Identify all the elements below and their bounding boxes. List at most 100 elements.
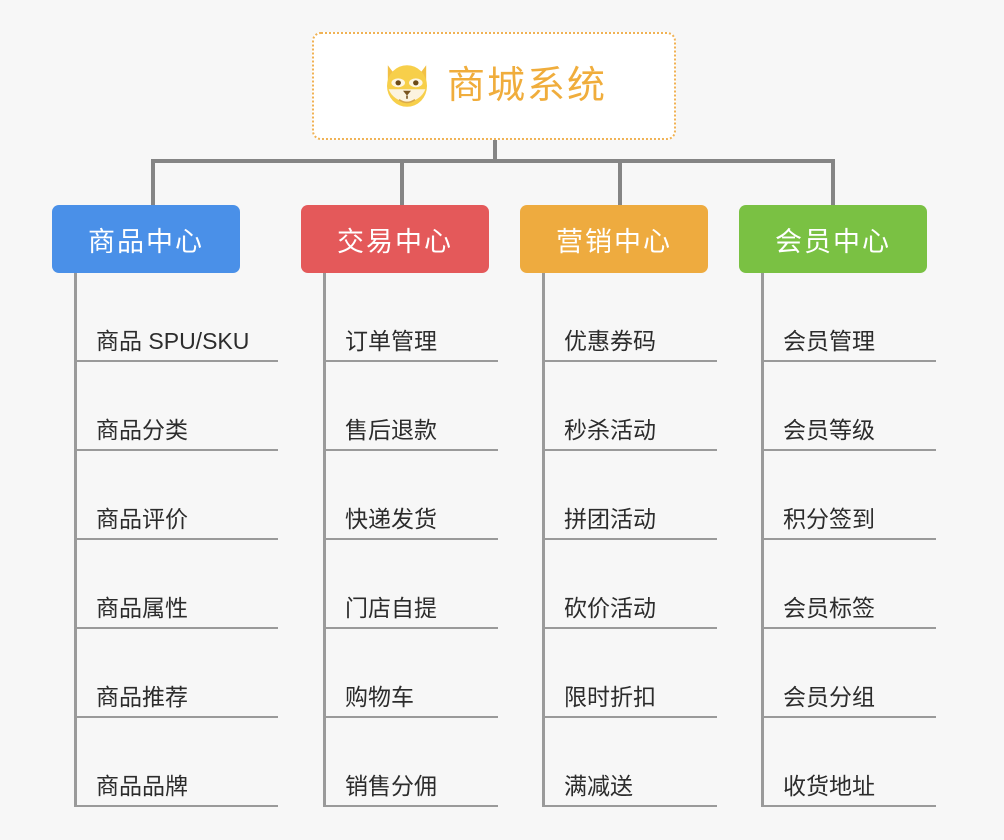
branch-spine bbox=[761, 273, 764, 807]
dog-face-icon bbox=[386, 65, 427, 107]
leaf-item[interactable]: 售后退款 bbox=[301, 362, 498, 451]
leaf-item-underline bbox=[74, 627, 278, 629]
leaf-item[interactable]: 限时折扣 bbox=[520, 629, 717, 718]
branch-header-label: 交易中心 bbox=[337, 226, 453, 257]
connector-drop-2 bbox=[400, 159, 404, 205]
leaf-item-underline bbox=[542, 716, 717, 718]
leaf-item-underline bbox=[542, 805, 717, 807]
leaf-item-underline bbox=[761, 449, 936, 451]
leaf-item-underline bbox=[74, 449, 278, 451]
leaf-item-label: 拼团活动 bbox=[564, 506, 656, 532]
leaf-item[interactable]: 砍价活动 bbox=[520, 540, 717, 629]
branch-header-1[interactable]: 商品中心 bbox=[52, 205, 240, 273]
leaf-item[interactable]: 会员标签 bbox=[739, 540, 936, 629]
leaf-item-underline bbox=[323, 805, 498, 807]
leaf-item-label: 限时折扣 bbox=[564, 684, 656, 710]
leaf-item-label: 门店自提 bbox=[345, 595, 437, 621]
root-node[interactable]: 商城系统 bbox=[312, 32, 676, 140]
leaf-item-label: 收货地址 bbox=[783, 773, 875, 799]
leaf-item-underline bbox=[323, 716, 498, 718]
leaf-item[interactable]: 会员管理 bbox=[739, 273, 936, 362]
leaf-item[interactable]: 秒杀活动 bbox=[520, 362, 717, 451]
connector-drop-1 bbox=[151, 159, 155, 205]
leaf-item-underline bbox=[761, 627, 936, 629]
leaf-item-underline bbox=[761, 538, 936, 540]
branch-column-3: 营销中心优惠券码秒杀活动拼团活动砍价活动限时折扣满减送 bbox=[520, 205, 717, 807]
leaf-item-label: 会员管理 bbox=[783, 328, 875, 354]
leaf-item[interactable]: 商品 SPU/SKU bbox=[52, 273, 278, 362]
branch-header-label: 会员中心 bbox=[775, 226, 891, 257]
branch-spine bbox=[74, 273, 77, 807]
leaf-item[interactable]: 会员分组 bbox=[739, 629, 936, 718]
root-title: 商城系统 bbox=[446, 65, 607, 107]
leaf-item-underline bbox=[74, 360, 278, 362]
leaf-item[interactable]: 满减送 bbox=[520, 718, 717, 807]
branch-items-4: 会员管理会员等级积分签到会员标签会员分组收货地址 bbox=[739, 273, 936, 807]
connector-drop-3 bbox=[618, 159, 622, 205]
leaf-item-underline bbox=[323, 360, 498, 362]
leaf-item-underline bbox=[542, 538, 717, 540]
leaf-item-label: 砍价活动 bbox=[564, 595, 656, 621]
leaf-item[interactable]: 商品推荐 bbox=[52, 629, 278, 718]
leaf-item-underline bbox=[542, 627, 717, 629]
leaf-item-underline bbox=[74, 805, 278, 807]
leaf-item-label: 会员标签 bbox=[783, 595, 875, 621]
leaf-item[interactable]: 销售分佣 bbox=[301, 718, 498, 807]
leaf-item[interactable]: 快递发货 bbox=[301, 451, 498, 540]
leaf-item-underline bbox=[542, 360, 717, 362]
leaf-item-label: 满减送 bbox=[564, 773, 633, 799]
leaf-item[interactable]: 商品品牌 bbox=[52, 718, 278, 807]
leaf-item-label: 商品品牌 bbox=[96, 773, 188, 799]
leaf-item[interactable]: 收货地址 bbox=[739, 718, 936, 807]
branch-items-3: 优惠券码秒杀活动拼团活动砍价活动限时折扣满减送 bbox=[520, 273, 717, 807]
branch-header-2[interactable]: 交易中心 bbox=[301, 205, 489, 273]
leaf-item-label: 售后退款 bbox=[345, 417, 437, 443]
leaf-item-label: 快递发货 bbox=[345, 506, 437, 532]
leaf-item-label: 会员等级 bbox=[783, 417, 875, 443]
leaf-item[interactable]: 商品评价 bbox=[52, 451, 278, 540]
leaf-item[interactable]: 商品分类 bbox=[52, 362, 278, 451]
leaf-item-underline bbox=[761, 805, 936, 807]
leaf-item-underline bbox=[323, 538, 498, 540]
connector-root-stem bbox=[493, 140, 497, 162]
leaf-item-label: 商品评价 bbox=[96, 506, 188, 532]
leaf-item-label: 商品属性 bbox=[96, 595, 188, 621]
connector-drop-4 bbox=[831, 159, 835, 205]
leaf-item-underline bbox=[323, 449, 498, 451]
branch-column-1: 商品中心商品 SPU/SKU 商品分类商品评价商品属性商品推荐商品品牌 bbox=[52, 205, 278, 807]
branch-items-2: 订单管理售后退款快递发货门店自提购物车销售分佣 bbox=[301, 273, 498, 807]
leaf-item-underline bbox=[74, 538, 278, 540]
branch-spine bbox=[542, 273, 545, 807]
leaf-item-label: 积分签到 bbox=[783, 506, 875, 532]
leaf-item-underline bbox=[761, 360, 936, 362]
leaf-item[interactable]: 积分签到 bbox=[739, 451, 936, 540]
leaf-item-label: 商品推荐 bbox=[96, 684, 188, 710]
leaf-item[interactable]: 门店自提 bbox=[301, 540, 498, 629]
branch-spine bbox=[323, 273, 326, 807]
leaf-item-label: 秒杀活动 bbox=[564, 417, 656, 443]
leaf-item[interactable]: 商品属性 bbox=[52, 540, 278, 629]
leaf-item-label: 商品 SPU/SKU bbox=[96, 328, 250, 354]
branch-header-label: 营销中心 bbox=[556, 226, 672, 257]
branch-header-4[interactable]: 会员中心 bbox=[739, 205, 927, 273]
branch-column-4: 会员中心会员管理会员等级积分签到会员标签会员分组收货地址 bbox=[739, 205, 936, 807]
leaf-item-underline bbox=[542, 449, 717, 451]
leaf-item-underline bbox=[323, 627, 498, 629]
branch-column-2: 交易中心订单管理售后退款快递发货门店自提购物车销售分佣 bbox=[301, 205, 498, 807]
connector-horizontal-bar bbox=[151, 159, 835, 163]
branch-header-label: 商品中心 bbox=[88, 226, 204, 257]
leaf-item[interactable]: 拼团活动 bbox=[520, 451, 717, 540]
leaf-item-label: 优惠券码 bbox=[564, 328, 656, 354]
leaf-item-label: 订单管理 bbox=[345, 328, 437, 354]
leaf-item[interactable]: 优惠券码 bbox=[520, 273, 717, 362]
leaf-item[interactable]: 购物车 bbox=[301, 629, 498, 718]
branch-header-3[interactable]: 营销中心 bbox=[520, 205, 708, 273]
leaf-item-label: 购物车 bbox=[345, 684, 414, 710]
leaf-item-label: 会员分组 bbox=[783, 684, 875, 710]
leaf-item[interactable]: 订单管理 bbox=[301, 273, 498, 362]
leaf-item[interactable]: 会员等级 bbox=[739, 362, 936, 451]
leaf-item-label: 销售分佣 bbox=[345, 773, 437, 799]
branch-items-1: 商品 SPU/SKU 商品分类商品评价商品属性商品推荐商品品牌 bbox=[52, 273, 278, 807]
leaf-item-underline bbox=[74, 716, 278, 718]
